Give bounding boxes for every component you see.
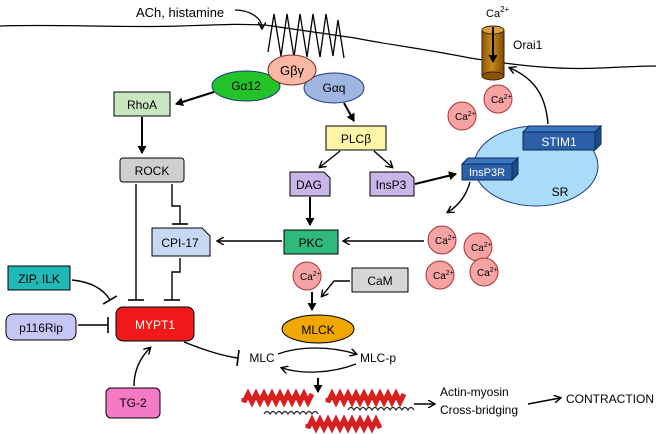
calcium-ion-label: Ca2+ <box>433 270 454 282</box>
tg2-node[interactable] <box>105 387 161 419</box>
edge-rock-cpi17 <box>171 184 188 225</box>
ca-top-label: Ca2+ <box>486 5 510 20</box>
insp3-node[interactable] <box>369 171 415 197</box>
sr-label: SR <box>552 185 569 199</box>
rhoa-node[interactable] <box>113 91 171 117</box>
stim1-node[interactable] <box>521 124 603 152</box>
calcium-ion <box>292 261 322 291</box>
contraction-label: CONTRACTION <box>566 392 654 406</box>
rock-node[interactable] <box>119 157 185 183</box>
mlc-dephos-arrow <box>282 363 357 372</box>
rhoa-label: RhoA <box>127 98 157 112</box>
tg2-label: TG-2 <box>119 396 147 410</box>
myosin-filament <box>347 406 415 412</box>
calcium-ion-label: Ca2+ <box>471 242 492 254</box>
edge-insp3r-ca <box>448 181 471 212</box>
agonist-arrow <box>234 9 262 28</box>
zip-ilk-label: ZIP, ILK <box>18 272 60 286</box>
pkc-node[interactable] <box>283 229 339 255</box>
plcb-label: PLCβ <box>341 132 371 146</box>
plcb-node[interactable] <box>325 125 387 151</box>
actin-filament <box>325 388 407 408</box>
edge-gaq-plcb <box>343 102 355 122</box>
gby-node[interactable] <box>267 54 317 86</box>
calcium-ion <box>427 225 457 255</box>
calcium-ion <box>447 101 477 131</box>
gaq-node[interactable] <box>303 72 365 104</box>
agonist-label: ACh, histamine <box>136 5 224 20</box>
rock-label: ROCK <box>135 164 170 178</box>
calcium-ion-label: Ca2+ <box>300 271 321 283</box>
edge-crossbridge-contraction <box>527 398 560 405</box>
ga12-label: Gα12 <box>231 79 261 93</box>
insp3r-node[interactable] <box>460 156 520 182</box>
mlck-label: MLCK <box>301 323 334 337</box>
edge-mypt1-mlc <box>183 341 240 367</box>
calcium-ion <box>469 257 499 287</box>
mypt1-label: MYPT1 <box>135 318 175 332</box>
pkc-label: PKC <box>299 236 324 250</box>
cpi17-label: CPI-17 <box>161 236 199 250</box>
mlc-label: MLC <box>249 351 275 365</box>
p116rip-node[interactable] <box>5 313 77 341</box>
edge-plcb-insp3 <box>373 150 392 167</box>
gby-label: Gβγ <box>280 63 305 78</box>
insp3-label: InsP3 <box>376 178 407 192</box>
cam-label: CaM <box>367 274 392 288</box>
dag-label: DAG <box>296 178 322 192</box>
actin-filament <box>305 414 383 434</box>
orai1-label: Orai1 <box>513 38 543 52</box>
calcium-ion <box>483 84 513 114</box>
actin-label-1: Actin-myosin <box>440 385 509 399</box>
actin-myosin-filaments <box>241 388 415 434</box>
edge-insp3-insp3r <box>414 171 457 185</box>
dag-node[interactable] <box>289 171 331 197</box>
edge-ga12-rhoa <box>175 91 215 107</box>
edge-tg2-mypt1 <box>133 348 150 387</box>
edge-cam-mlck <box>322 280 350 296</box>
cell-membrane <box>0 23 656 70</box>
mlc-phos-arrow <box>277 347 356 354</box>
calcium-ion-label: Ca2+ <box>455 111 476 123</box>
cam-node[interactable] <box>351 267 409 293</box>
p116rip-label: p116Rip <box>19 321 63 335</box>
actin-label-2: Cross-bridging <box>440 403 518 417</box>
mlck-node[interactable] <box>281 314 355 344</box>
actin-filament <box>241 388 315 408</box>
calcium-ion-label: Ca2+ <box>477 267 498 279</box>
ga12-node[interactable] <box>211 70 281 102</box>
edge-cpi17-mypt1 <box>164 258 181 301</box>
myosin-filament <box>263 410 319 416</box>
stim1-label: STIM1 <box>541 135 577 149</box>
calcium-ion-label: Ca2+ <box>435 235 456 247</box>
edge-zip-mypt1 <box>71 279 118 305</box>
calcium-ion <box>425 260 455 290</box>
mlcp-label: MLC-p <box>360 351 396 365</box>
edge-stim1-orai1 <box>510 68 549 125</box>
calcium-ions: Ca2+ Ca2+ Ca2+ Ca2+ Ca2+ Ca2+ Ca2+ <box>292 84 513 291</box>
calcium-ion-label: Ca2+ <box>491 94 512 106</box>
gpcr-receptor <box>267 13 345 59</box>
edge-plcb-dag <box>320 150 341 167</box>
insp3r-label: InsP3R <box>469 167 505 179</box>
cpi17-node[interactable] <box>151 227 211 257</box>
zip-ilk-node[interactable] <box>7 265 71 291</box>
gaq-label: Gαq <box>323 81 346 95</box>
mypt1-node[interactable] <box>115 306 195 342</box>
